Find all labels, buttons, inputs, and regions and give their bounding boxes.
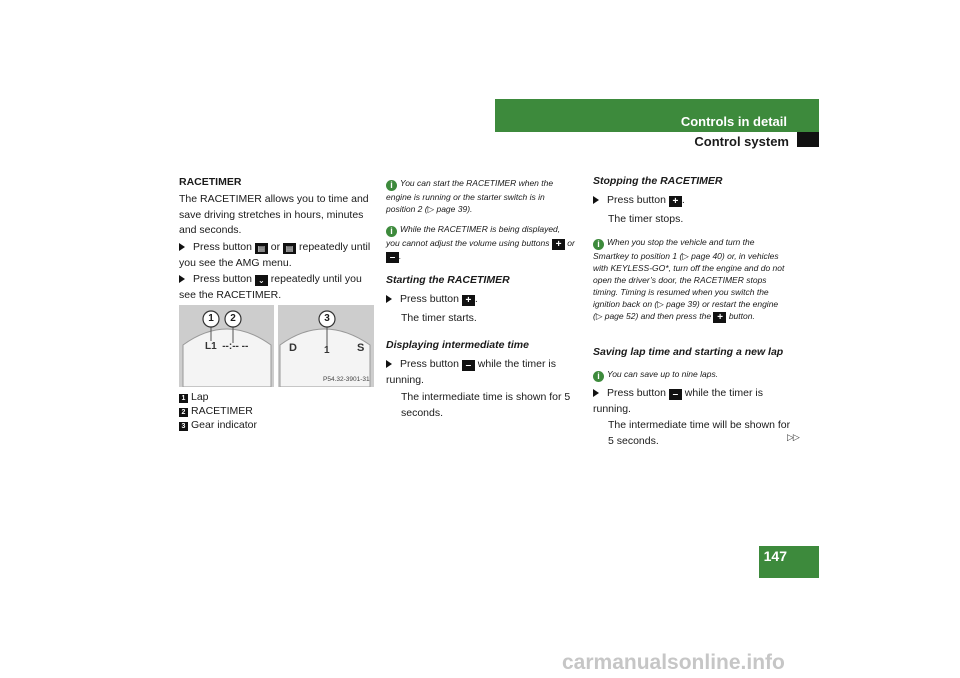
stop-result: The timer stops. (608, 213, 684, 225)
section-title: Controls in detail (680, 114, 787, 129)
bullet-arrow-icon (593, 389, 599, 398)
bullet-arrow-icon (179, 275, 185, 284)
plus-button-icon: + (551, 239, 565, 250)
minus-button-icon: – (668, 389, 682, 400)
lap-heading: Saving lap time and starting a new lap (593, 346, 784, 358)
racetimer-heading: RACETIMER (179, 176, 242, 188)
start-step: Press button +. (386, 292, 576, 308)
page-number-box: 147 (759, 546, 819, 578)
bullet-arrow-icon (179, 243, 185, 252)
start-heading: Starting the RACETIMER (386, 274, 510, 286)
menu-right-button-icon: ▤ (283, 243, 297, 254)
continued-arrows-icon: ▷▷ (787, 432, 800, 442)
intermediate-heading: Displaying intermediate time (386, 339, 529, 351)
page-number: 147 (763, 548, 787, 564)
lap-step: Press button – while the timer is runnin… (593, 387, 763, 415)
step-select-amg-menu: Press button ▤ or ▤ repeatedly until you… (179, 241, 371, 269)
callout-3: 3 (324, 313, 330, 324)
minus-button-icon: – (386, 252, 399, 263)
gear-d: D (289, 342, 297, 354)
intermediate-step: Press button – while the timer is runnin… (386, 358, 556, 386)
bullet-arrow-icon (386, 295, 392, 304)
step-select-racetimer: Press button ⌄ repeatedly until you see … (179, 273, 362, 301)
lap-readout: L1 --:-- -- (205, 341, 249, 352)
start-result: The timer starts. (401, 312, 477, 324)
callout-1: 1 (208, 313, 214, 324)
info-icon: i (593, 239, 604, 250)
watermark: carmanualsonline.info (562, 651, 785, 674)
info-icon: i (593, 371, 604, 382)
gear-s: S (357, 342, 365, 354)
header-bar: Controls in detail (495, 99, 819, 132)
instrument-cluster-figure: 1 2 3 L1 --:-- -- D 1 S P54.32-3901-31 (179, 305, 374, 387)
cluster-illustration (179, 305, 374, 387)
plus-button-icon: + (668, 196, 682, 207)
minus-button-icon: – (461, 360, 475, 371)
subsection-title: Control system (694, 134, 789, 149)
plus-button-icon: + (461, 295, 475, 306)
plus-button-icon: + (713, 312, 727, 323)
callout-2: 2 (230, 313, 236, 324)
bullet-arrow-icon (593, 196, 599, 205)
info-icon: i (386, 226, 397, 237)
lap-result: The intermediate time will be shown for … (608, 419, 791, 447)
figure-code: P54.32-3901-31 (323, 376, 370, 383)
scroll-down-button-icon: ⌄ (254, 275, 268, 286)
racetimer-intro: The RACETIMER allows you to time and sav… (179, 193, 369, 236)
menu-left-button-icon: ▤ (254, 243, 268, 254)
intermediate-result: The intermediate time is shown for 5 sec… (401, 391, 571, 419)
header-marker (797, 132, 819, 147)
stop-step: Press button +. (593, 193, 793, 209)
stop-heading: Stopping the RACETIMER (593, 175, 723, 187)
gear-current: 1 (324, 345, 330, 356)
info-icon: i (386, 180, 397, 191)
bullet-arrow-icon (386, 360, 392, 369)
